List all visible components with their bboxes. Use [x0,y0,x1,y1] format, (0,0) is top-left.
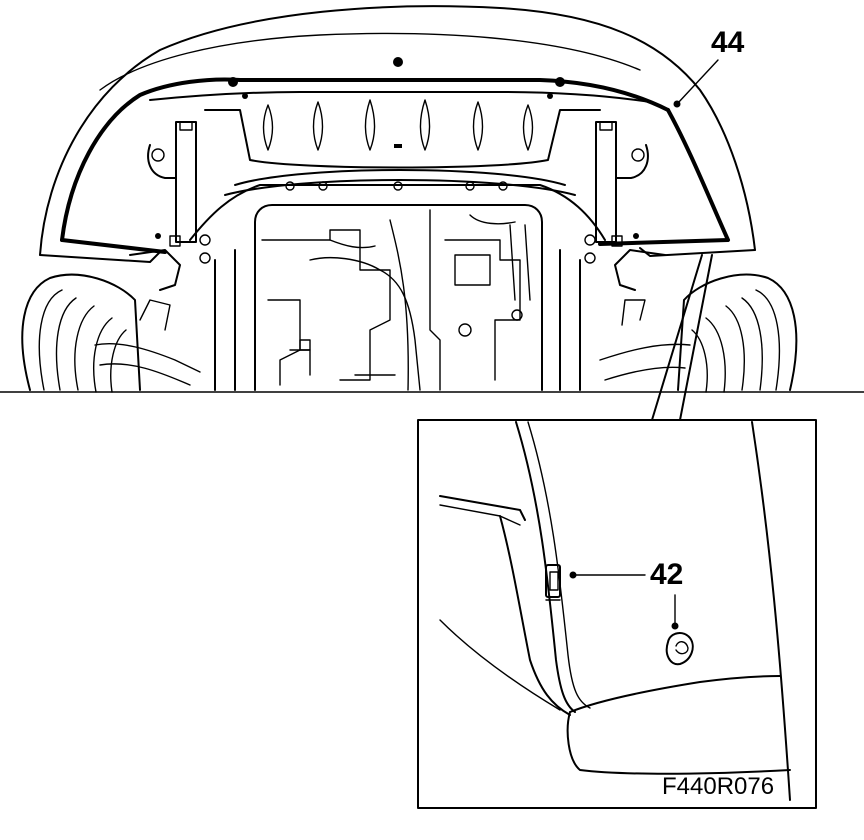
left-side-bracket [129,121,211,291]
bumper-cover [39,5,756,263]
callout-42-label: 42 [650,558,683,591]
main-vehicle-view [0,5,864,393]
suspension-details [94,299,691,386]
zoom-leader [651,254,713,421]
fastening-nut [665,594,694,666]
detail-inset: 42 F440R076 [417,419,817,809]
right-side-bracket [584,121,666,291]
rear-crossmember [189,181,606,391]
callout-44: 44 [673,26,745,108]
left-wheel [21,273,141,393]
figure-code: F440R076 [662,773,774,800]
underbody-components [261,209,531,391]
fastening-clip [545,564,646,601]
right-wheel [677,273,798,393]
bumper-inner-panel [149,91,651,196]
callout-44-label: 44 [711,26,745,59]
